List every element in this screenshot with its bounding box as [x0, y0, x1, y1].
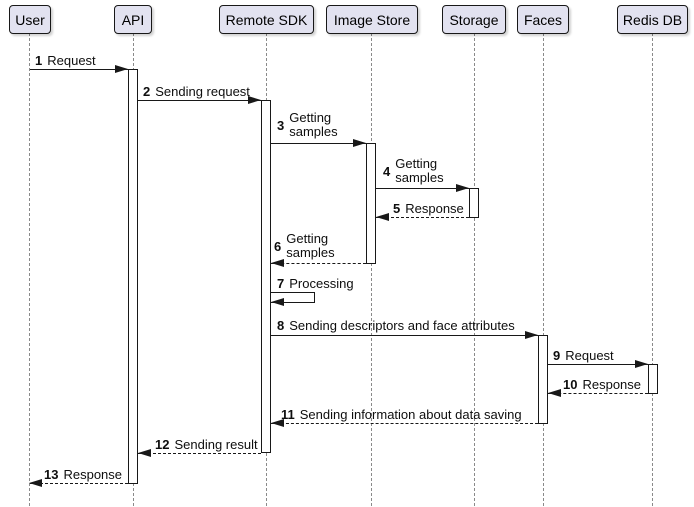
arrowhead-left-icon [271, 419, 284, 427]
activation-faces [538, 335, 548, 424]
message-2-line [138, 100, 261, 101]
message-11-line [271, 423, 538, 424]
message-3-line [271, 143, 366, 144]
participant-storage: Storage [442, 5, 506, 34]
message-7-self-loop [271, 292, 315, 303]
arrowhead-left-icon [271, 259, 284, 267]
message-4-line [376, 188, 469, 189]
activation-storage [469, 188, 479, 218]
participant-redis-db: Redis DB [617, 5, 688, 34]
message-12-line [138, 453, 261, 454]
activation-remote-sdk [261, 100, 271, 453]
message-6-line [271, 263, 366, 264]
arrowhead-right-icon [248, 96, 261, 104]
participant-remote-sdk: Remote SDK [219, 5, 314, 34]
participant-user: User [9, 5, 51, 34]
arrowhead-right-icon [353, 139, 366, 147]
arrowhead-right-icon [115, 65, 128, 73]
participant-faces: Faces [517, 5, 569, 34]
arrowhead-left-icon [548, 389, 561, 397]
participant-label: Redis DB [622, 11, 683, 28]
arrowhead-right-icon [635, 360, 648, 368]
participant-image-store: Image Store [326, 5, 418, 34]
activation-redis-db [648, 364, 658, 394]
lifeline-user [29, 33, 30, 506]
arrowhead-right-icon [456, 184, 469, 192]
participant-api: API [114, 5, 152, 34]
participant-label: User [15, 11, 45, 28]
lifeline-storage [474, 33, 475, 506]
message-8-line [271, 335, 538, 336]
activation-api [128, 69, 138, 484]
arrowhead-left-icon [376, 213, 389, 221]
lifeline-faces [543, 33, 544, 506]
message-10-line [548, 393, 648, 394]
lifeline-redis-db [652, 33, 653, 506]
activation-image-store [366, 143, 376, 264]
participant-label: Remote SDK [225, 11, 308, 28]
arrowhead-right-icon [525, 331, 538, 339]
message-1-line [30, 69, 128, 70]
participant-label: Storage [449, 11, 499, 28]
message-13-line [30, 483, 128, 484]
arrowhead-left-icon [29, 479, 42, 487]
arrowhead-left-icon [271, 298, 284, 306]
participant-label: Image Store [333, 11, 411, 28]
participant-label: API [121, 11, 145, 28]
participant-label: Faces [523, 11, 563, 28]
lifeline-image-store [371, 33, 372, 506]
message-9-line [548, 364, 648, 365]
message-5-line [376, 217, 469, 218]
arrowhead-left-icon [138, 449, 151, 457]
